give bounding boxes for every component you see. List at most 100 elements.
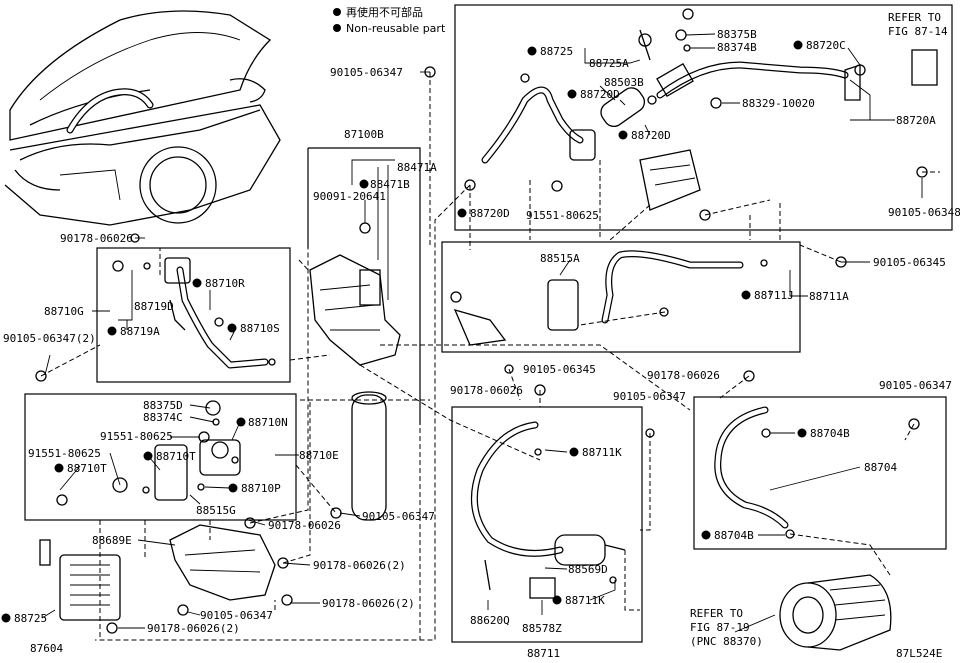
part-label: 88374B [717, 41, 757, 54]
part-label: 90178-06026 [450, 384, 523, 397]
bracket-87100B [308, 147, 421, 425]
connection-lines [40, 72, 940, 641]
non-reusable-dot-icon [552, 595, 562, 605]
part-label: 88711K [565, 594, 605, 607]
part-label: 90178-06026(2) [322, 597, 415, 610]
part-label: 88578Z [522, 622, 562, 635]
part-label: 88704B [810, 427, 850, 440]
part-label: 88375B [717, 28, 757, 41]
valve-88710G [35, 233, 276, 382]
receiver-drier [351, 394, 387, 521]
non-reusable-dot-icon [618, 130, 628, 140]
part-label: 88720D [470, 207, 510, 220]
part-label: 88710S [240, 322, 280, 335]
non-reusable-dot-icon [227, 323, 237, 333]
vehicle-illustration [4, 10, 281, 226]
non-reusable-dot-icon [228, 483, 238, 493]
box-88711 [451, 406, 643, 643]
part-label: 88515G [196, 504, 236, 517]
part-label: 87100B [344, 128, 384, 141]
part-label: 88719A [120, 325, 160, 338]
non-reusable-dot-icon [192, 278, 202, 288]
compressor-bracket [309, 222, 401, 521]
part-label: 88471A [397, 161, 437, 174]
part-label: 88725 [14, 612, 47, 625]
part-label: 88725A [589, 57, 629, 70]
non-reusable-dot-icon [741, 290, 751, 300]
part-label: 91551-80625 [526, 209, 599, 222]
part-label: 88719D [134, 300, 174, 313]
part-label: 88710T [156, 450, 196, 463]
box-88710E [24, 393, 297, 521]
non-reusable-dot-icon [569, 447, 579, 457]
non-reusable-dot-icon [1, 613, 11, 623]
hose-88711 [470, 364, 655, 599]
non-reusable-dot-icon [359, 179, 369, 189]
part-label: 88711 [527, 647, 560, 660]
part-label: 90178-06026 [60, 232, 133, 245]
part-label: 88704B [714, 529, 754, 542]
part-label: 90105-06345 [523, 363, 596, 376]
non-reusable-dot-icon [567, 89, 577, 99]
part-label: 88689E [92, 534, 132, 547]
box-upper-right [454, 4, 953, 231]
part-label: 90105-06347 [879, 379, 952, 392]
part-label: 88710E [299, 449, 339, 462]
hose-88704 [714, 370, 920, 539]
part-label: 90105-06347 [200, 609, 273, 622]
part-labels: 88725 88725A 88375B 88374B 88720C 88503B… [3, 11, 960, 660]
valve-88710E [56, 400, 241, 506]
part-label: 88711A [809, 290, 849, 303]
part-label: 90091-20641 [313, 190, 386, 203]
non-reusable-dot-icon [143, 451, 153, 461]
ref-text: REFER TO [690, 607, 743, 620]
non-reusable-dot-icon [54, 463, 64, 473]
part-label: 88725 [540, 45, 573, 58]
part-label: 90178-06026(2) [313, 559, 406, 572]
part-label: 87604 [30, 642, 63, 655]
ref-text: (PNC 88370) [690, 635, 763, 648]
part-label: 88375D [143, 399, 183, 412]
part-label: 91551-80625 [28, 447, 101, 460]
non-reusable-dot-icon [107, 326, 117, 336]
ref-text: FIG 87-19 [690, 621, 750, 634]
part-label: 90105-06348 [888, 206, 960, 219]
part-label: 88329-10020 [742, 97, 815, 110]
non-reusable-dot-icon [701, 530, 711, 540]
part-label: 88710R [205, 277, 245, 290]
part-label: 90105-06347 [330, 66, 403, 79]
part-label: 90105-06347 [613, 390, 686, 403]
non-reusable-dot-icon [457, 208, 467, 218]
legend: 再使用不可部品 Non-reusable part [333, 5, 446, 35]
legend-text-jp: 再使用不可部品 [346, 5, 423, 19]
part-label: 88720A [896, 114, 936, 127]
non-reusable-dot-icon [333, 8, 341, 16]
non-reusable-dot-icon [333, 24, 341, 32]
non-reusable-dot-icon [236, 417, 246, 427]
part-label: 88720D [631, 129, 671, 142]
non-reusable-markers [1, 40, 807, 623]
part-label: 88720C [806, 39, 846, 52]
part-label: 88711K [582, 446, 622, 459]
part-label: 88710T [67, 462, 107, 475]
part-label: 88569D [568, 563, 608, 576]
part-label: 90178-06026 [268, 519, 341, 532]
ref-text: REFER TO [888, 11, 941, 24]
part-label: 90178-06026 [647, 369, 720, 382]
leader-lines [41, 33, 923, 633]
ref-text: FIG 87-14 [888, 25, 948, 38]
part-label: 88503B [604, 76, 644, 89]
non-reusable-dot-icon [793, 40, 803, 50]
part-label: 90105-06347 [362, 510, 435, 523]
box-88704 [693, 396, 947, 550]
part-label: 88374C [143, 411, 183, 424]
part-label: 88471B [370, 178, 410, 191]
diagram-id: 87L524E [896, 647, 942, 660]
legend-text-en: Non-reusable part [346, 22, 446, 35]
part-label: 88515A [540, 252, 580, 265]
part-label: 90178-06026(2) [147, 622, 240, 635]
part-label: 88620Q [470, 614, 510, 627]
box-88710G [96, 247, 291, 383]
part-label: 88711J [754, 289, 794, 302]
